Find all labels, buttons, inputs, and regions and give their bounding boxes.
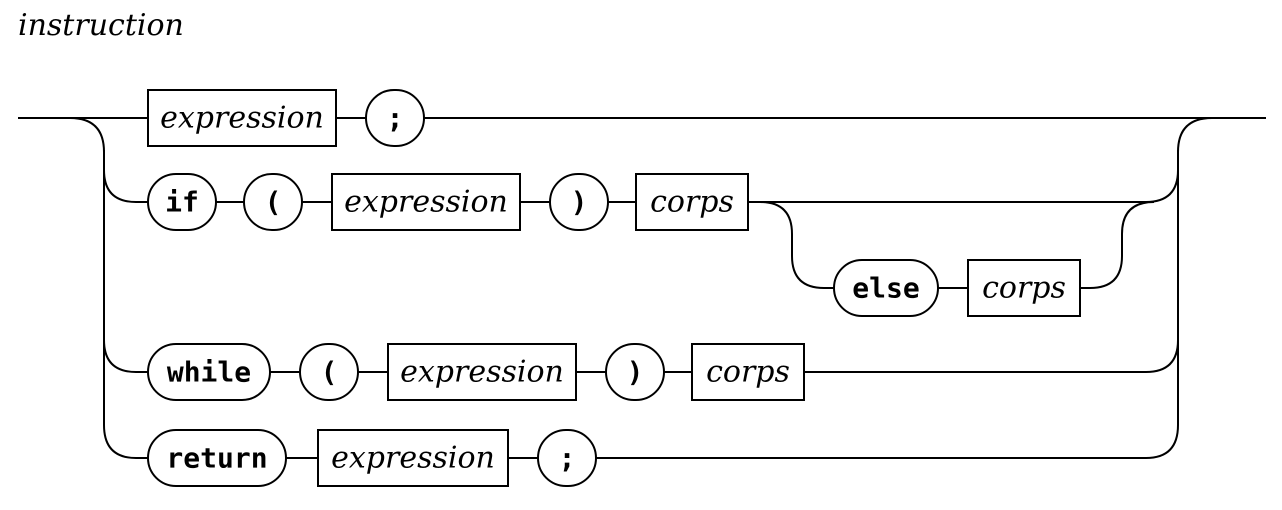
terminal-lparen xyxy=(243,173,303,231)
terminal-label: ) xyxy=(627,356,644,389)
nonterminal-corps xyxy=(967,259,1081,317)
nonterminal-label: expression xyxy=(331,441,495,476)
nonterminal-label: expression xyxy=(160,101,324,136)
nonterminal-label: expression xyxy=(400,355,564,390)
nonterminal-corps xyxy=(635,173,749,231)
terminal-return xyxy=(147,429,287,487)
terminal-rparen xyxy=(605,343,665,401)
nonterminal-label: corps xyxy=(650,185,734,220)
terminal-if xyxy=(147,173,217,231)
nonterminal-label: corps xyxy=(982,271,1066,306)
terminal-label: while xyxy=(167,356,251,389)
terminal-label: ( xyxy=(321,356,338,389)
terminal-label: ; xyxy=(387,102,404,135)
terminal-semicolon xyxy=(365,89,425,147)
nonterminal-expression xyxy=(387,343,577,401)
nonterminal-expression xyxy=(331,173,521,231)
nonterminal-label: corps xyxy=(706,355,790,390)
else-branch-in xyxy=(1080,201,1155,289)
left-branch-while xyxy=(103,339,148,373)
terminal-semicolon xyxy=(537,429,597,487)
nonterminal-expression xyxy=(147,89,337,147)
left-branch-if xyxy=(103,169,148,203)
terminal-label: ( xyxy=(265,186,282,219)
terminal-label: else xyxy=(852,272,919,305)
terminal-while xyxy=(147,343,271,401)
terminal-label: ) xyxy=(571,186,588,219)
right-join-while xyxy=(1145,339,1179,373)
right-join-curve xyxy=(1177,117,1213,153)
left-branch-curve xyxy=(69,117,105,153)
else-branch-out xyxy=(759,201,834,289)
nonterminal-label: expression xyxy=(344,185,508,220)
terminal-label: ; xyxy=(559,442,576,475)
diagram-title: instruction xyxy=(18,8,184,43)
terminal-else xyxy=(833,259,939,317)
right-join-return xyxy=(1145,424,1179,459)
left-branch-return xyxy=(103,424,148,459)
terminal-label: return xyxy=(166,442,267,475)
terminal-label: if xyxy=(165,186,199,219)
nonterminal-expression xyxy=(317,429,509,487)
nonterminal-corps xyxy=(691,343,805,401)
terminal-lparen xyxy=(299,343,359,401)
right-join-if xyxy=(1145,169,1179,203)
terminal-rparen xyxy=(549,173,609,231)
